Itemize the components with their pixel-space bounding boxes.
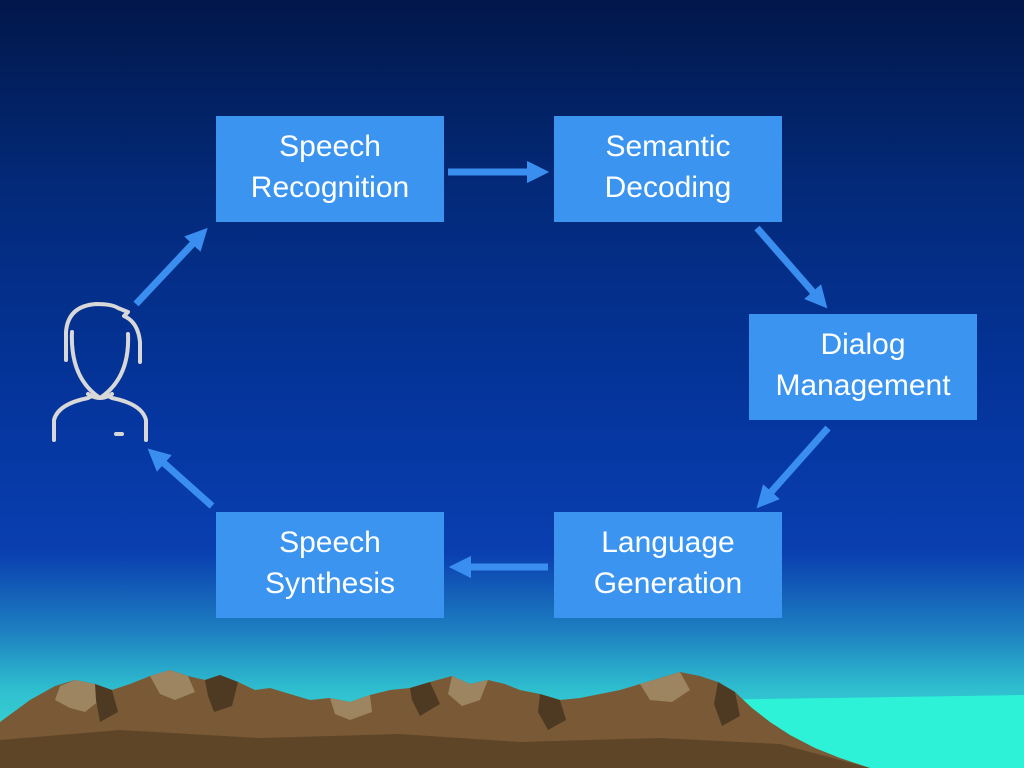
node-label: Semantic Decoding xyxy=(604,130,732,204)
arrow-synthesis-to-user xyxy=(147,448,215,509)
node-label: Dialog Management xyxy=(775,328,951,402)
arrow-dialog-to-generation xyxy=(756,425,831,509)
node-label: Language Generation xyxy=(593,526,743,600)
arrow-decoding-to-dialog xyxy=(754,225,828,309)
node-dialog-management: Dialog Management xyxy=(749,314,977,420)
node-label: Speech Recognition xyxy=(250,130,410,204)
arrow-user-to-speech-recognition xyxy=(133,227,208,307)
node-speech-synthesis: Speech Synthesis xyxy=(216,512,444,618)
node-speech-recognition: Speech Recognition xyxy=(216,116,444,222)
node-semantic-decoding: Semantic Decoding xyxy=(554,116,782,222)
node-label: Speech Synthesis xyxy=(264,526,396,600)
node-language-generation: Language Generation xyxy=(554,512,782,618)
